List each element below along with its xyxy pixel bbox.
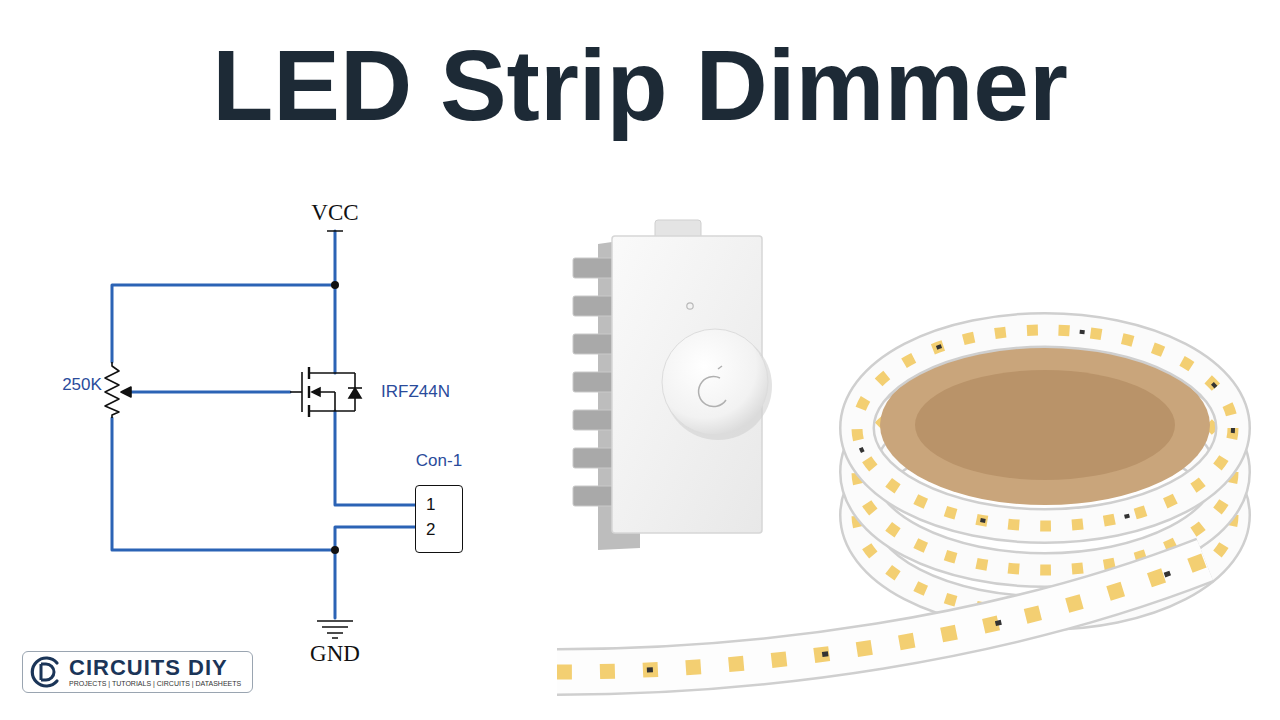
pin-number: 2: [426, 520, 435, 540]
pin-number: 1: [426, 495, 435, 515]
logo-badge: CIRCUITS DIYPROJECTS | TUTORIALS | CIRCU…: [22, 651, 253, 693]
led-strip: [557, 330, 1233, 672]
junction-dot: [331, 281, 339, 289]
dimmer-switch: [573, 220, 772, 550]
potentiometer-symbol: [105, 362, 131, 418]
ground-symbol: [317, 621, 353, 638]
connector-body: 12: [415, 485, 463, 553]
ground-label: GND: [310, 641, 360, 666]
logo-icon: [28, 654, 64, 690]
schematic-wires: [112, 231, 415, 618]
title: LED Strip Dimmer: [0, 30, 1280, 140]
junction-dot: [331, 546, 339, 554]
brand-name: CIRCUITS DIY: [69, 656, 244, 679]
supply-terminal: [327, 230, 343, 232]
brand-tagline: PROJECTS | TUTORIALS | CIRCUITS | DATASH…: [69, 679, 244, 688]
part-number: IRFZ44N: [381, 383, 450, 402]
supply-label: VCC: [311, 200, 358, 225]
connector-block: Con-112: [405, 450, 473, 553]
mosfet-symbol: [290, 367, 362, 417]
resistor-value: 250K: [62, 376, 102, 395]
connector-name: Con-1: [405, 450, 473, 472]
